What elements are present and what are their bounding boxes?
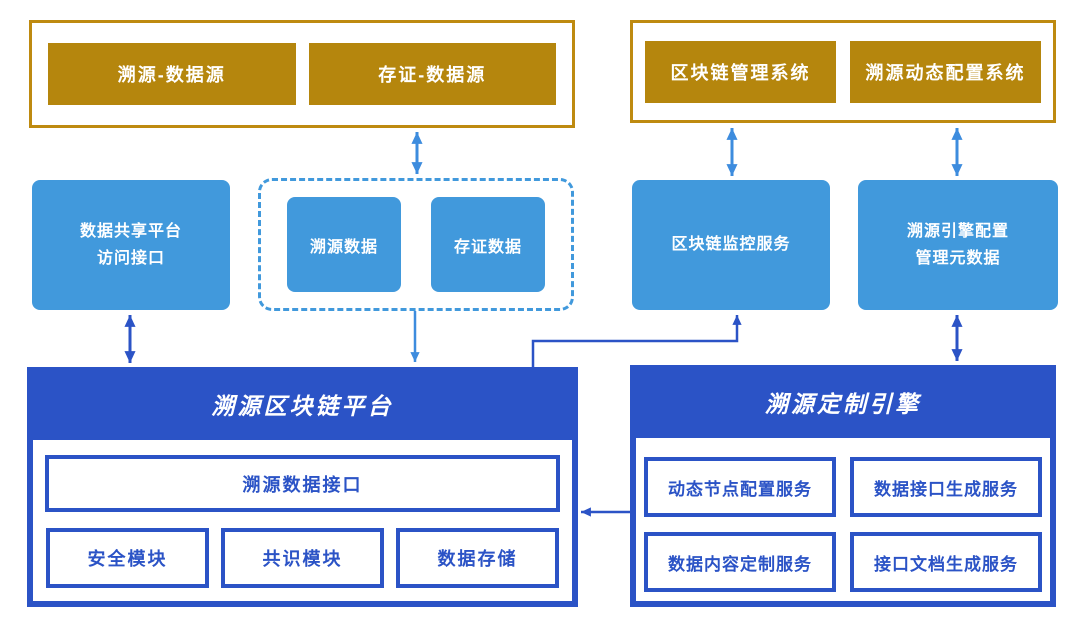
group-data-sources: 溯源-数据源 存证-数据源 (29, 20, 575, 128)
box-data-content-custom-service: 数据内容定制服务 (644, 532, 836, 592)
box-engine-config-metadata: 溯源引擎配置 管理元数据 (858, 180, 1058, 310)
container-trace-custom-engine: 溯源定制引擎 动态节点配置服务 数据接口生成服务 数据内容定制服务 接口文档生成… (630, 365, 1056, 607)
box-blockchain-mgmt-system: 区块链管理系统 (645, 40, 836, 103)
platform-modules-row: 安全模块 共识模块 数据存储 (46, 528, 559, 588)
box-data-interface-gen-service: 数据接口生成服务 (850, 457, 1042, 517)
box-label: 数据内容定制服务 (668, 554, 812, 574)
box-dynamic-node-config-service: 动态节点配置服务 (644, 457, 836, 517)
box-label: 安全模块 (87, 549, 168, 569)
box-label: 共识模块 (262, 549, 343, 569)
engine-body: 动态节点配置服务 数据接口生成服务 数据内容定制服务 接口文档生成服务 (636, 438, 1050, 601)
box-label: 数据共享平台 访问接口 (79, 222, 182, 267)
box-trace-data-interface: 溯源数据接口 (45, 455, 560, 512)
box-label: 溯源引擎配置 管理元数据 (906, 222, 1009, 267)
box-label: 数据接口生成服务 (874, 479, 1018, 499)
box-blockchain-monitor-service: 区块链监控服务 (632, 180, 830, 310)
box-data-share-api: 数据共享平台 访问接口 (32, 180, 230, 310)
box-label: 溯源动态配置系统 (865, 62, 1026, 83)
box-label: 数据存储 (437, 549, 518, 569)
box-data-storage: 数据存储 (396, 528, 559, 588)
box-label: 溯源数据接口 (242, 474, 363, 495)
box-label: 区块链监控服务 (671, 236, 791, 254)
platform-title: 溯源区块链平台 (211, 392, 394, 419)
group-dashed-data: 溯源数据 存证数据 (258, 178, 574, 311)
box-label: 动态节点配置服务 (668, 479, 812, 499)
box-label: 溯源-数据源 (117, 65, 226, 85)
box-security-module: 安全模块 (46, 528, 209, 588)
box-interface-doc-gen-service: 接口文档生成服务 (850, 532, 1042, 592)
box-label: 存证-数据源 (378, 65, 487, 85)
box-consensus-module: 共识模块 (221, 528, 384, 588)
container-trace-blockchain-platform: 溯源区块链平台 溯源数据接口 安全模块 共识模块 数据存储 (27, 367, 578, 607)
box-trace-dynamic-config-system: 溯源动态配置系统 (850, 40, 1041, 103)
box-label: 溯源数据 (309, 238, 378, 256)
engine-services-grid: 动态节点配置服务 数据接口生成服务 数据内容定制服务 接口文档生成服务 (644, 457, 1042, 592)
box-evidence-data: 存证数据 (431, 197, 545, 292)
box-label: 存证数据 (453, 238, 522, 256)
box-label: 接口文档生成服务 (874, 554, 1018, 574)
platform-body: 溯源数据接口 安全模块 共识模块 数据存储 (33, 440, 572, 601)
engine-title: 溯源定制引擎 (765, 390, 921, 417)
box-trace-data: 溯源数据 (287, 197, 401, 292)
arrow-platform-monitor (531, 315, 742, 367)
box-label: 区块链管理系统 (670, 62, 811, 83)
box-evidence-data-source: 存证-数据源 (308, 43, 556, 105)
box-trace-data-source: 溯源-数据源 (48, 43, 296, 105)
group-management-systems: 区块链管理系统 溯源动态配置系统 (630, 20, 1056, 123)
